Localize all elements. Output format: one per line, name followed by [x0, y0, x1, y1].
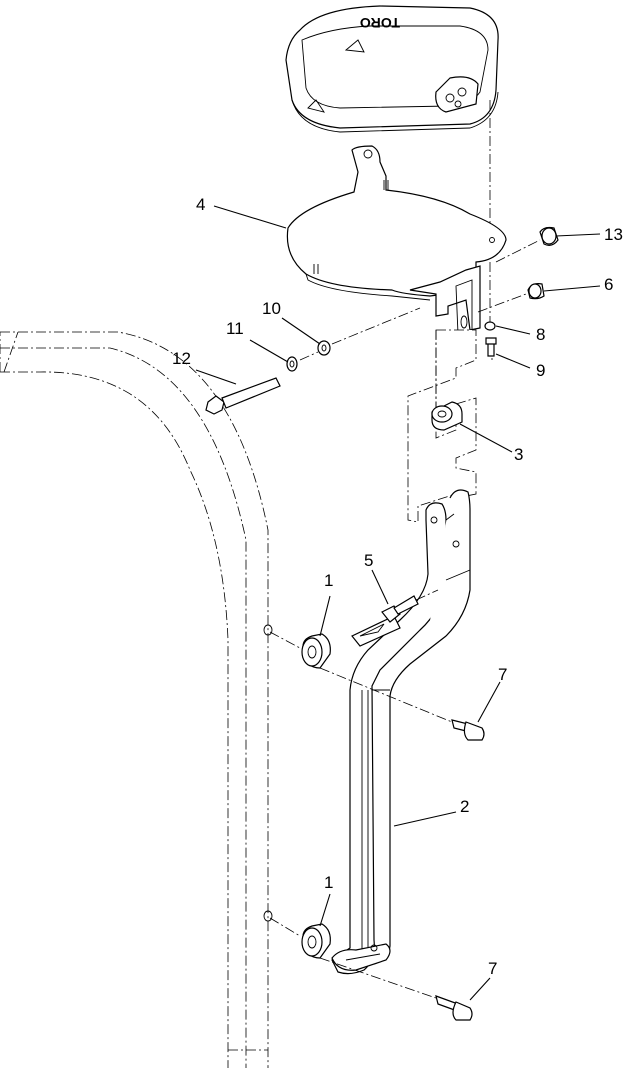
callout-7-upper: 7	[498, 665, 507, 684]
callout-5: 5	[364, 551, 373, 570]
callout-11: 11	[226, 319, 244, 338]
callout-10: 10	[262, 299, 281, 318]
roller-part-1-lower	[301, 923, 331, 959]
callout-6: 6	[604, 275, 613, 294]
washer-part-11	[286, 356, 298, 372]
mounting-plate-part-4	[286, 145, 507, 335]
callout-4: 4	[196, 195, 205, 214]
cover-logo: TORO	[360, 15, 400, 31]
main-arm-part-2	[331, 489, 471, 975]
callout-7-lower: 7	[488, 959, 497, 978]
washer-part-10	[317, 340, 331, 356]
bolt-part-7-lower	[435, 995, 473, 1021]
roller-part-1-upper	[301, 633, 331, 669]
nut-part-6	[527, 283, 545, 300]
leader-lines	[195, 205, 601, 1001]
washer-part-8	[484, 321, 496, 331]
callout-1-upper: 1	[324, 571, 333, 590]
cover-dome: TORO	[285, 5, 499, 133]
callout-1-lower: 1	[324, 873, 333, 892]
callout-12: 12	[172, 349, 191, 368]
callout-8: 8	[536, 325, 545, 344]
spacer-part-3	[407, 329, 477, 523]
bolt-part-12	[205, 377, 281, 415]
callout-2: 2	[460, 797, 469, 816]
callout-13: 13	[604, 225, 623, 244]
callout-3: 3	[514, 445, 523, 464]
callout-9: 9	[536, 361, 545, 380]
bolt-part-7-upper	[451, 719, 485, 741]
cover-connector	[435, 76, 479, 113]
screw-part-9	[485, 337, 497, 357]
nut-part-13	[539, 226, 559, 246]
bolt-part-5	[381, 595, 419, 623]
frame-phantom-outline	[0, 331, 273, 1068]
